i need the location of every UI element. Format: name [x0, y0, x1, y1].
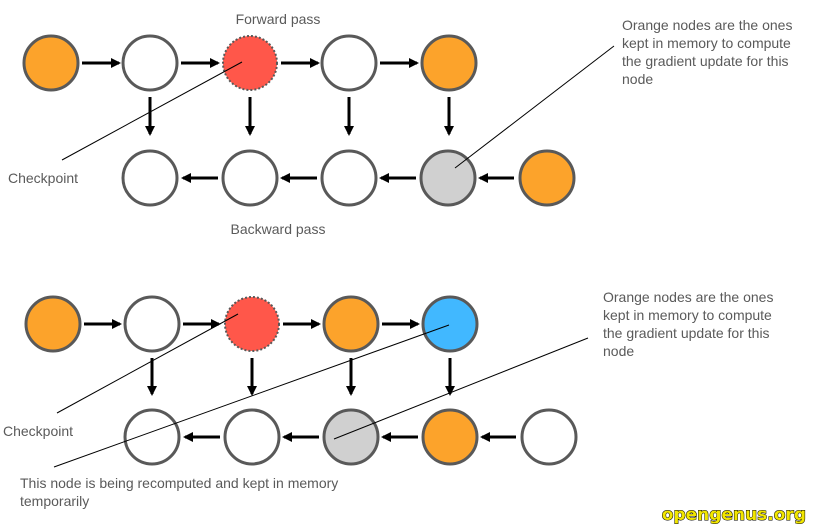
forward-node-white [320, 34, 378, 92]
note-line: Orange nodes are the ones [622, 17, 792, 33]
recompute-note-line: This node is being recomputed and kept i… [20, 475, 338, 491]
note-line: node [603, 343, 634, 359]
note-callout-line [333, 337, 589, 440]
top-backward-nodes [121, 149, 576, 207]
backward-node-white [520, 408, 578, 466]
watermark: opengenus.org [662, 505, 806, 525]
forward-node-orange [24, 295, 82, 353]
backward-node-orange [518, 149, 576, 207]
bottom-arrows [84, 319, 516, 442]
note-line: kept in memory to compute [603, 307, 772, 323]
backward-pass-label: Backward pass [231, 221, 326, 237]
checkpoint-label: Checkpoint [8, 170, 78, 186]
bottom-forward-nodes [24, 295, 479, 353]
top-forward-nodes [22, 34, 478, 92]
bottom-backward-nodes [123, 408, 578, 466]
forward-node-orange [22, 34, 80, 92]
forward-node-orange [420, 34, 478, 92]
forward-pass-label: Forward pass [236, 11, 321, 27]
bottom-diagram: Checkpoint Orange nodes are the ones kep… [3, 289, 777, 509]
recompute-callout-line [53, 324, 450, 468]
backward-node-white [221, 149, 279, 207]
forward-node-white [121, 34, 179, 92]
orange-nodes-note: Orange nodes are the ones kept in memory… [622, 17, 796, 87]
forward-node-red-checkpoint [222, 35, 278, 91]
recompute-note-line: temporarily [20, 493, 89, 509]
checkpoint-callout-line [56, 313, 239, 414]
note-callout-line [454, 45, 615, 169]
note-line: node [622, 71, 653, 87]
checkpoint-callout-line [61, 61, 243, 161]
backward-node-white [121, 149, 179, 207]
backward-node-gray [322, 408, 380, 466]
backward-node-orange [421, 408, 479, 466]
note-line: the gradient update for this [603, 325, 770, 341]
note-line: the gradient update for this [622, 53, 789, 69]
backward-node-white [320, 149, 378, 207]
orange-nodes-note: Orange nodes are the ones kept in memory… [603, 289, 777, 359]
backward-node-white [223, 408, 281, 466]
backward-node-gray [419, 149, 477, 207]
checkpoint-label: Checkpoint [3, 423, 73, 439]
top-diagram: Forward pass Backward pass Checkpoint Or… [8, 11, 796, 237]
note-line: kept in memory to compute [622, 35, 791, 51]
top-arrows [82, 58, 514, 183]
forward-node-red-checkpoint [224, 296, 280, 352]
forward-node-white [123, 295, 181, 353]
backward-node-white [123, 408, 181, 466]
forward-node-blue [421, 295, 479, 353]
note-line: Orange nodes are the ones [603, 289, 773, 305]
recompute-note: This node is being recomputed and kept i… [20, 475, 342, 509]
forward-node-orange [322, 295, 380, 353]
